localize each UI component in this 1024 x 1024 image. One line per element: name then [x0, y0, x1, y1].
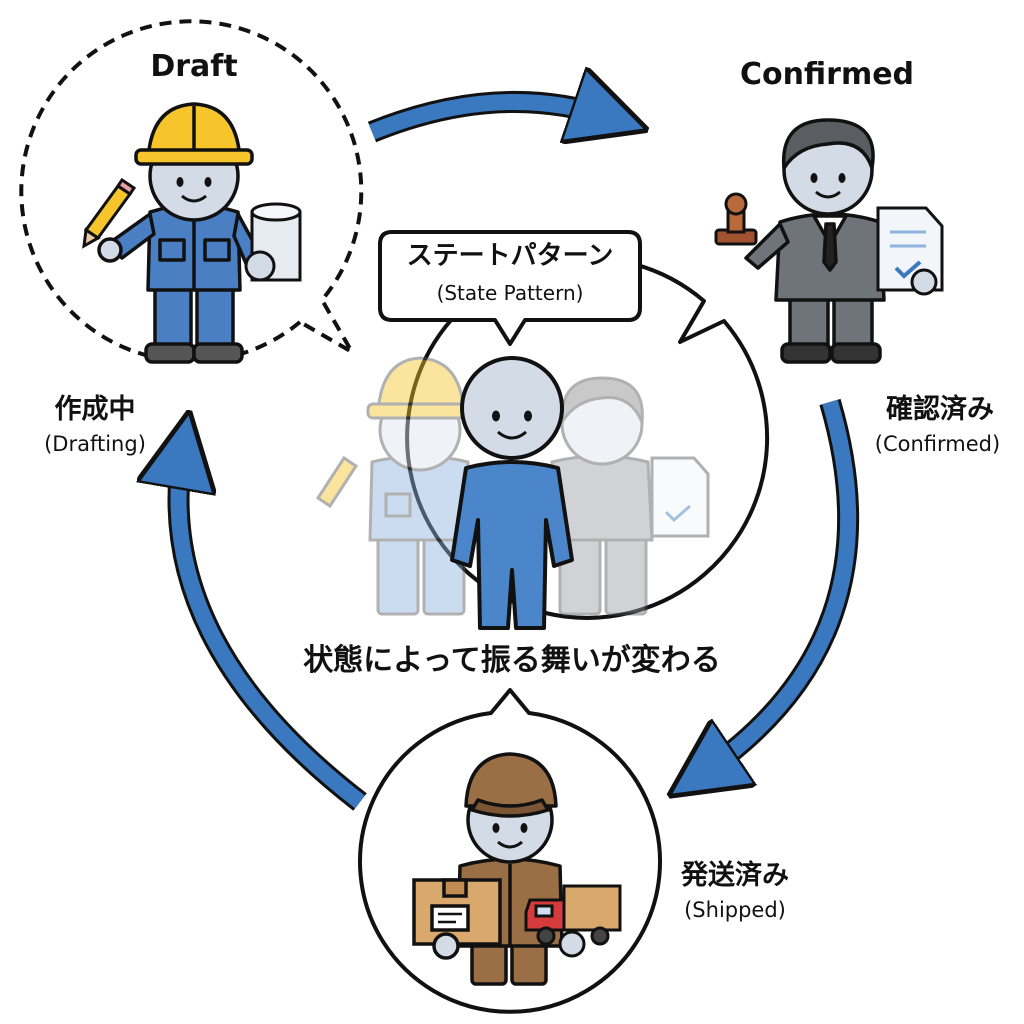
title-bubble [378, 230, 642, 346]
officer-figure [744, 118, 886, 364]
pencil-icon [82, 177, 137, 249]
draft-label-en: (Drafting) [44, 432, 146, 456]
confirmed-label-jp: 確認済み [886, 394, 994, 425]
state-draft [19, 19, 364, 364]
courier-face [492, 823, 528, 849]
shipped-label-en: (Shipped) [684, 898, 786, 922]
transition-arrows [179, 102, 860, 811]
stamp-icon [714, 192, 758, 246]
confirmed-title: Confirmed [739, 57, 915, 92]
draft-label-jp: 作成中 [54, 394, 136, 425]
context-figure [450, 356, 574, 630]
arrow-confirmed-to-shipped [700, 398, 860, 775]
ghost-officer-figure [548, 376, 710, 616]
state-shipped [358, 688, 662, 1014]
ghost-worker-figure [315, 356, 476, 616]
center-caption: 状態によって振る舞いが変わる [303, 643, 721, 678]
draft-title: Draft [150, 49, 238, 84]
context-face [492, 410, 532, 440]
center-title-en: (State Pattern) [436, 281, 584, 305]
state-pattern-context [315, 356, 710, 630]
arrow-draft-to-confirmed [367, 102, 612, 132]
document-check-icon [876, 206, 944, 296]
shipped-label-jp: 発送済み [681, 860, 789, 891]
truck-icon [524, 884, 622, 958]
worker-figure [97, 102, 264, 364]
officer-face [810, 173, 846, 199]
confirmed-label-en: (Confirmed) [874, 432, 1001, 456]
worker-face [176, 177, 212, 203]
blueprint-icon [244, 202, 302, 282]
center-title-jp: ステートパターン [406, 241, 614, 271]
arrow-shipped-to-draft [179, 448, 367, 811]
parcel-icon [412, 878, 502, 960]
